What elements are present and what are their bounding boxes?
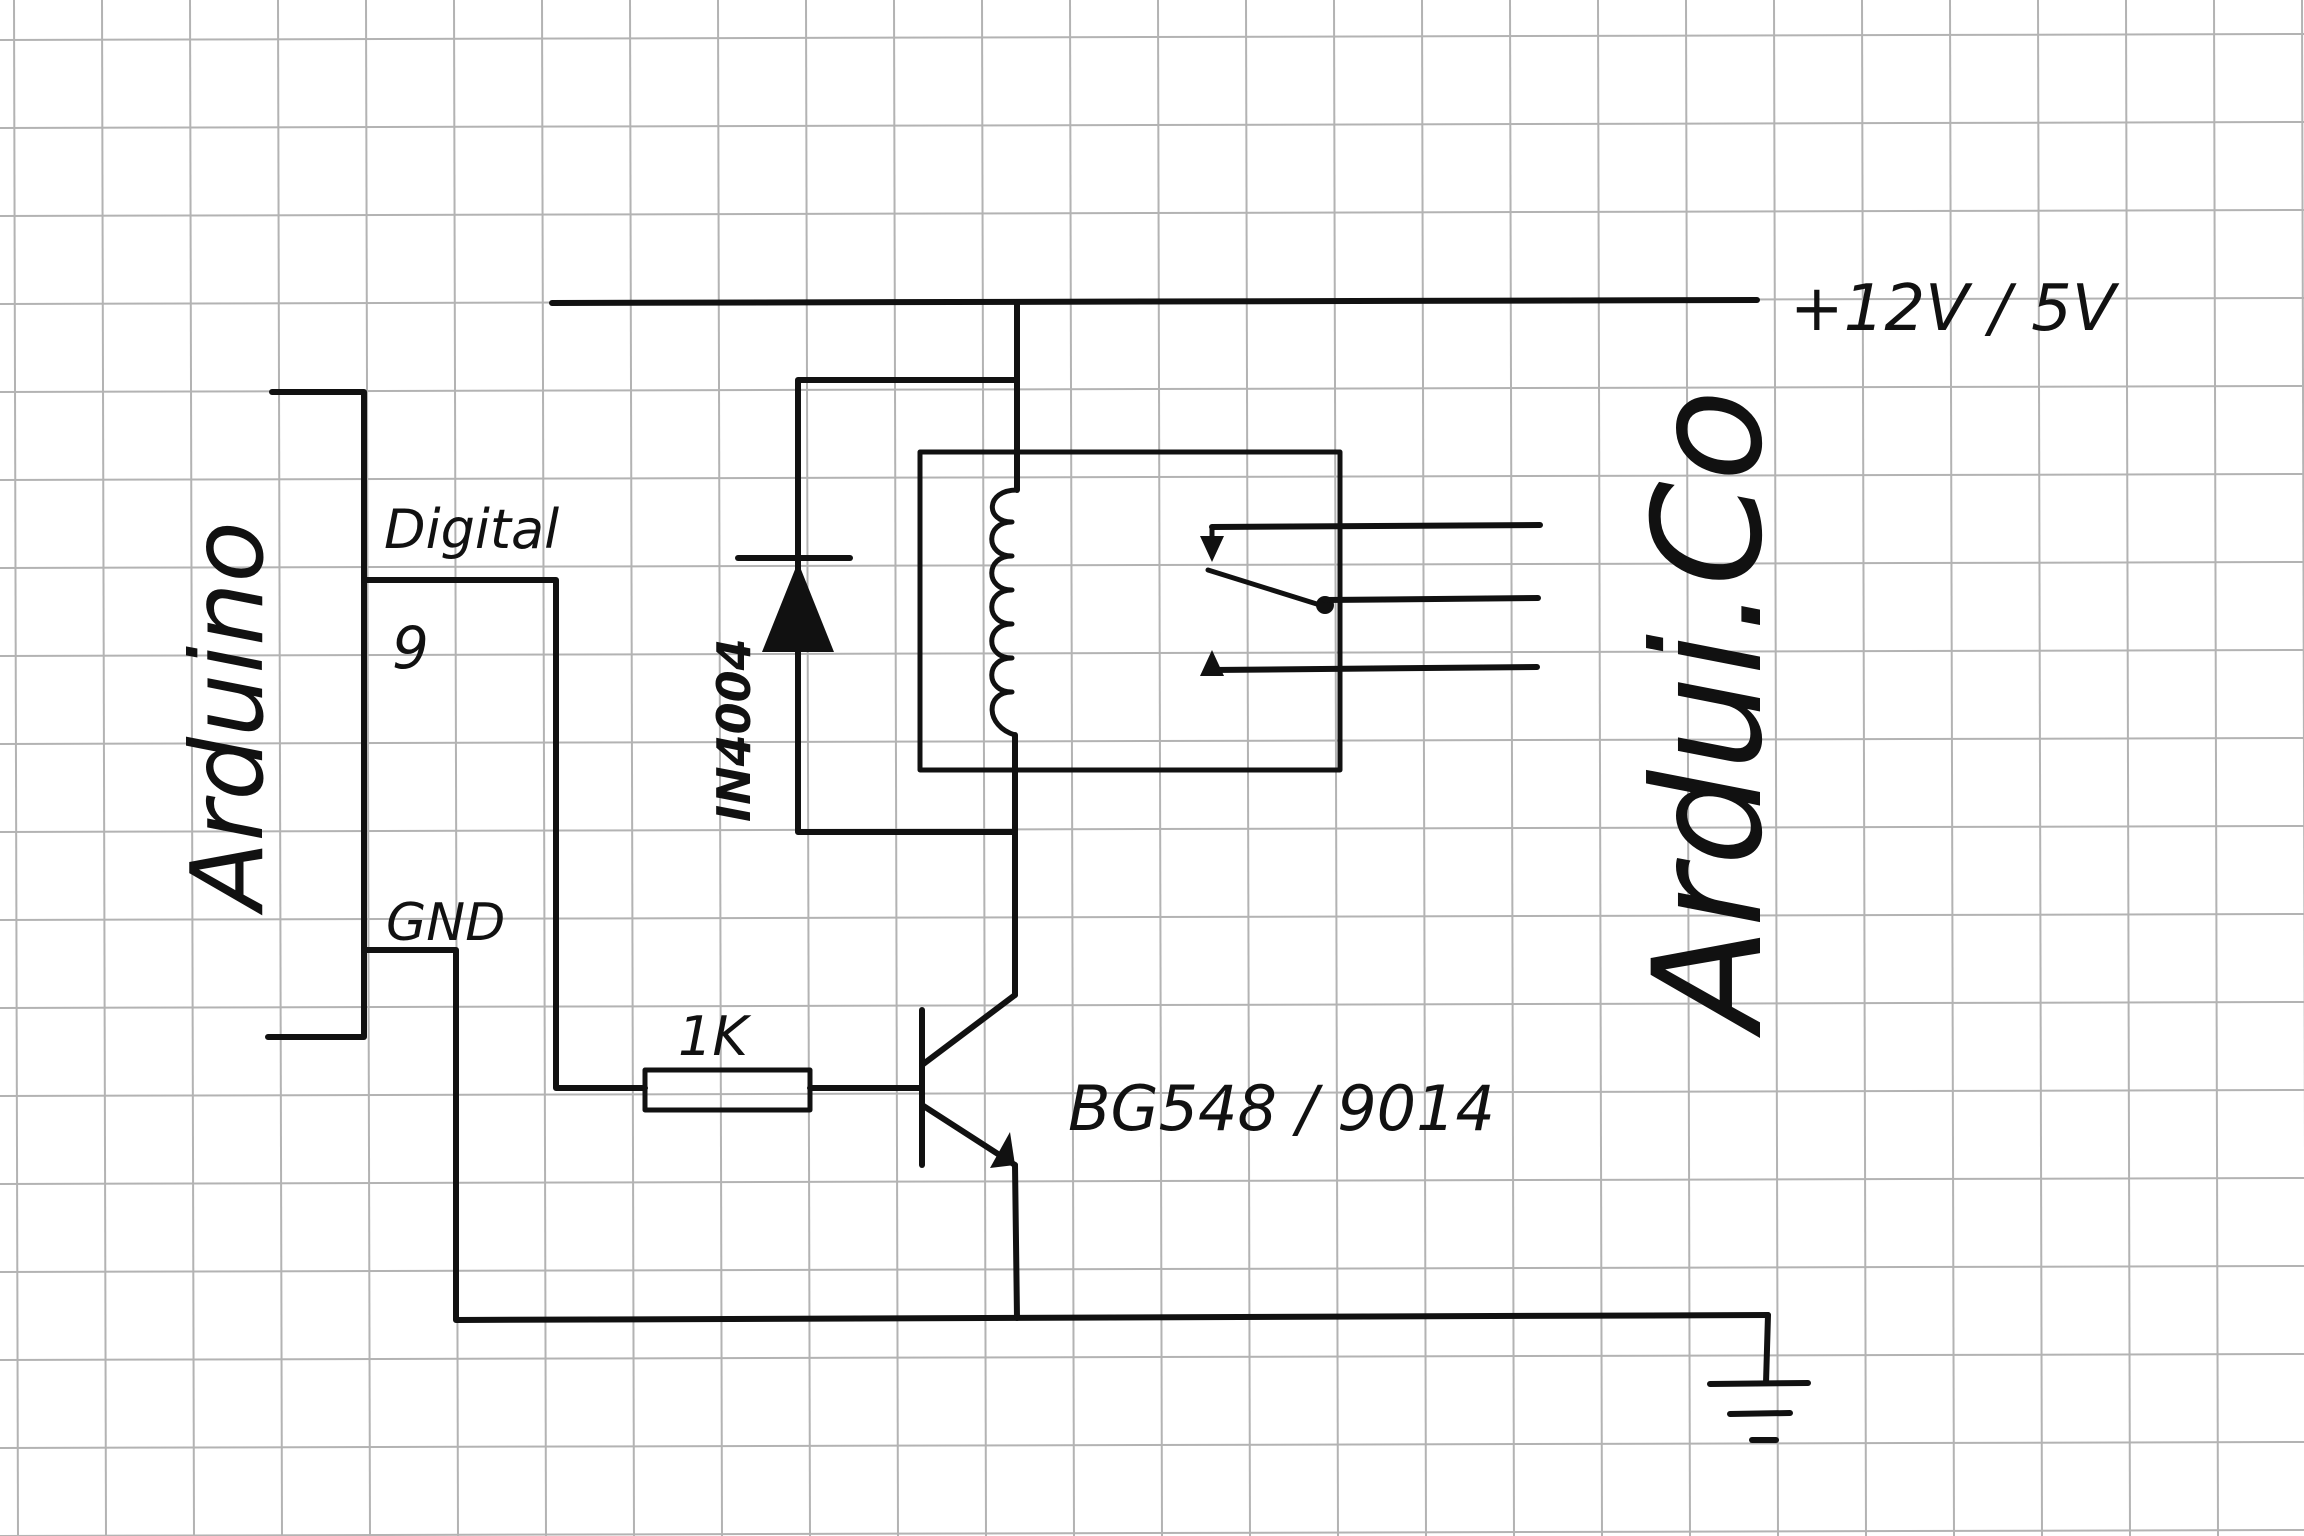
grid-line: [0, 913, 2304, 921]
relay-coil: [989, 487, 1020, 738]
grid-line: [629, 0, 635, 1536]
grid-line: [0, 1265, 2304, 1273]
grid-line: [1421, 0, 1427, 1536]
grid-line: [0, 1353, 2304, 1361]
grid-line: [0, 1441, 2304, 1449]
relay-no-line: [1209, 664, 1540, 673]
supply-rail: [549, 297, 1760, 306]
relay-nc-contact: [1200, 536, 1224, 562]
relay-switch-arm: [1205, 567, 1323, 608]
relay-nc-line: [1209, 522, 1543, 530]
transistor-collector-leg: [919, 992, 1018, 1068]
grid-line: [0, 1529, 2304, 1536]
pin-9-label: 9: [392, 614, 429, 682]
gnd-label: GND: [386, 893, 505, 953]
grid-line: [2301, 0, 2304, 1153]
grid-line: [0, 825, 2304, 833]
grid-line: [101, 0, 107, 1536]
grid-line: [0, 1089, 2304, 1097]
grid-line: [0, 121, 2304, 129]
grid-line: [365, 0, 371, 1536]
grid-line: [717, 0, 723, 1536]
grid-line: [277, 0, 283, 1536]
grid-line: [0, 209, 2304, 217]
grid-line: [1773, 0, 1779, 1536]
signature-label: Ardui.Co: [1622, 390, 1796, 1038]
grid-line: [541, 0, 547, 1536]
grid-line: [1861, 0, 1867, 1536]
ground-bar-1: [1707, 1380, 1811, 1387]
relay-common-line: [1322, 595, 1541, 603]
resistor-1k: [642, 1067, 813, 1113]
grid-line: [1509, 0, 1515, 1536]
ground-drop-wire: [1763, 1312, 1771, 1386]
grid-line: [805, 0, 811, 1536]
grid-line: [2213, 0, 2219, 1536]
digital-pin-9-wire: [361, 577, 648, 1091]
transistor-emitter-arrow: [990, 1132, 1015, 1168]
transistor-label: BG548 / 9014: [1068, 1072, 1495, 1145]
grid-line: [0, 737, 2304, 745]
grid-line: [0, 1177, 2304, 1185]
diode-label: IN4004: [707, 638, 761, 822]
grid-line: [0, 1001, 2304, 1009]
grid-line: [0, 33, 2304, 41]
grid-line: [2125, 0, 2131, 1536]
grid-line: [1597, 0, 1603, 1536]
arduino-block: [265, 389, 367, 1040]
grid-line: [1949, 0, 1955, 1536]
grid-line: [1685, 0, 1691, 1536]
grid-line: [893, 0, 899, 1536]
grid-line: [0, 473, 2304, 481]
arduino-label: Arduino: [169, 521, 286, 916]
emitter-to-ground-wire: [1012, 1162, 1020, 1321]
grid-line: [189, 0, 195, 1536]
resistor-label: 1K: [678, 1005, 751, 1068]
grid-line: [13, 0, 19, 1536]
grid-line: [0, 385, 2304, 393]
grid-line: [0, 649, 2304, 657]
diode-triangle: [762, 562, 834, 652]
gnd-wire: [361, 947, 1771, 1323]
supply-label: +12V / 5V: [1790, 272, 2120, 346]
digital-label: Digital: [384, 498, 559, 561]
grid-line: [0, 561, 2304, 569]
ground-bar-2: [1727, 1410, 1793, 1417]
grid-line: [2037, 0, 2043, 1536]
relay-box: [917, 449, 1343, 773]
